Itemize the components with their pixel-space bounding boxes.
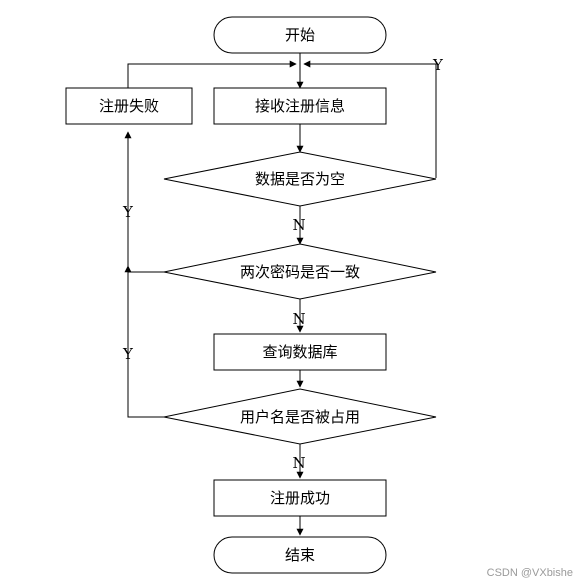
empty-check-yes-label: Y bbox=[432, 56, 444, 74]
receive-label: 接收注册信息 bbox=[255, 97, 345, 115]
start-terminal bbox=[213, 16, 387, 54]
empty-check-diamond bbox=[163, 151, 437, 207]
start-label: 开始 bbox=[285, 26, 315, 44]
password-check-diamond bbox=[163, 243, 437, 300]
end-terminal bbox=[213, 536, 387, 574]
query-db-box bbox=[213, 333, 387, 371]
username-check-no-label: N bbox=[292, 454, 305, 472]
edge-empty-check-yes bbox=[303, 60, 437, 178]
receive-box bbox=[213, 87, 387, 125]
end-label: 结束 bbox=[285, 546, 315, 564]
fail-box bbox=[65, 87, 193, 125]
edge-username-check-yes bbox=[124, 265, 164, 418]
edge-fail-to-receive bbox=[127, 60, 297, 88]
empty-check-label: 数据是否为空 bbox=[255, 170, 345, 188]
password-check-no-label: N bbox=[292, 310, 305, 328]
username-check-yes-label: Y bbox=[122, 345, 134, 363]
password-check-yes-label: Y bbox=[122, 203, 134, 221]
password-check-label: 两次密码是否一致 bbox=[240, 263, 360, 281]
watermark: CSDN @VXbishe bbox=[486, 567, 573, 579]
empty-check-no-label: N bbox=[292, 216, 305, 234]
success-label: 注册成功 bbox=[270, 489, 330, 507]
fail-label: 注册失败 bbox=[99, 97, 159, 115]
username-check-label: 用户名是否被占用 bbox=[240, 408, 360, 426]
edge-password-check-yes bbox=[124, 131, 164, 273]
success-box bbox=[213, 479, 387, 517]
username-check-diamond bbox=[163, 388, 437, 445]
query-db-label: 查询数据库 bbox=[262, 343, 337, 361]
